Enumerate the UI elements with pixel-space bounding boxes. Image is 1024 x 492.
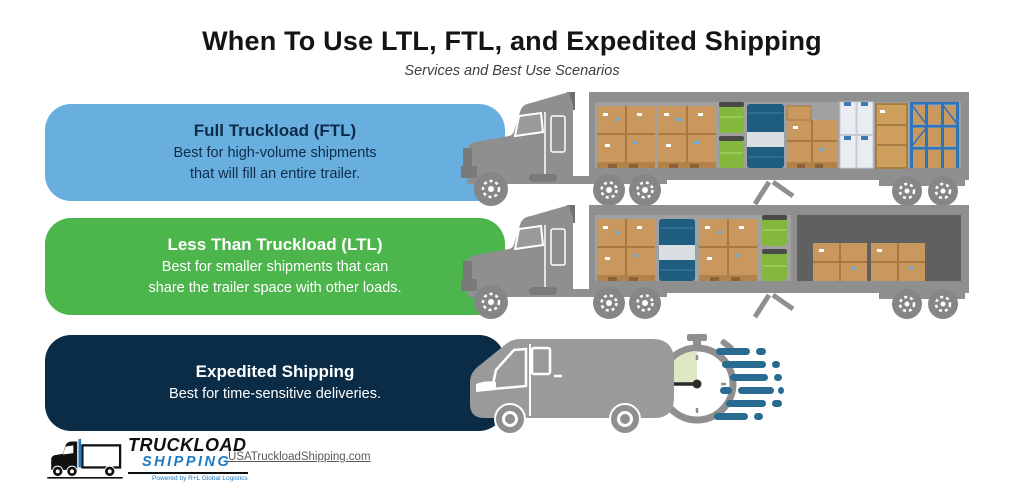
ftl-truck-illustration	[461, 92, 969, 206]
delivery-van-body	[470, 339, 674, 435]
cargo-box-stack	[871, 243, 925, 281]
expedited-card-line1: Best for time-sensitive deliveries.	[169, 386, 381, 403]
cargo-box-stack	[786, 105, 837, 168]
speed-lines	[714, 348, 784, 420]
wooden-crate	[875, 103, 908, 169]
logo-rule	[128, 471, 248, 474]
cargo-box-stack	[813, 243, 867, 281]
logo-truck-icon	[47, 438, 123, 479]
page-title: When To Use LTL, FTL, and Expedited Ship…	[202, 26, 822, 56]
blue-barrels	[747, 104, 784, 168]
ftl-card-line1: Best for high-volume shipments	[173, 145, 377, 162]
semi-cab	[461, 205, 667, 319]
cab-wheels	[474, 172, 661, 206]
ltl-card: Less Than Truckload (LTL) Best for small…	[45, 218, 505, 315]
ltl-card-line2: share the trailer space with other loads…	[148, 279, 402, 296]
truckload-shipping-logo: TRUCKLOAD SHIPPING Powered by R+L Global…	[46, 436, 248, 482]
cargo-box-stack	[699, 219, 757, 281]
green-barrels	[719, 102, 744, 168]
semi-cab	[461, 92, 667, 206]
logo-tagline: Powered by R+L Global Logistics	[152, 474, 248, 482]
trailer-wheels	[892, 289, 958, 319]
cab-wheels	[474, 285, 661, 319]
ftl-card: Full Truckload (FTL) Best for high-volum…	[45, 104, 505, 201]
expedited-card-title: Expedited Shipping	[195, 362, 355, 382]
website-link[interactable]: USATruckloadShipping.com	[228, 451, 371, 463]
pallet-rack	[910, 102, 959, 168]
van-wheels	[494, 403, 641, 435]
cargo-box-stack	[658, 106, 716, 168]
expedited-van-illustration	[470, 334, 784, 435]
trailer-partial	[589, 205, 969, 319]
trailer-full	[589, 92, 969, 206]
logo-name-top: TRUCKLOAD	[128, 435, 247, 455]
white-totes	[839, 101, 874, 169]
logo-wordmark: TRUCKLOAD SHIPPING Powered by R+L Global…	[128, 436, 248, 482]
expedited-card: Expedited Shipping Best for time-sensiti…	[45, 335, 505, 431]
trailer-wheels	[892, 176, 958, 206]
ftl-card-line2: that will fill an entire trailer.	[189, 165, 361, 182]
blue-barrels	[659, 219, 695, 281]
ftl-card-title: Full Truckload (FTL)	[193, 121, 357, 141]
cargo-box-stack	[597, 106, 655, 168]
ltl-truck-illustration	[461, 205, 969, 319]
ltl-card-title: Less Than Truckload (LTL)	[167, 235, 383, 255]
cargo-box-stack	[597, 219, 655, 281]
page-subtitle: Services and Best Use Scenarios	[404, 63, 620, 79]
green-barrels	[762, 215, 787, 281]
logo-name-bottom: SHIPPING	[142, 454, 232, 470]
ltl-card-line1: Best for smaller shipments that can	[161, 259, 389, 276]
stopwatch-icon	[657, 334, 737, 424]
